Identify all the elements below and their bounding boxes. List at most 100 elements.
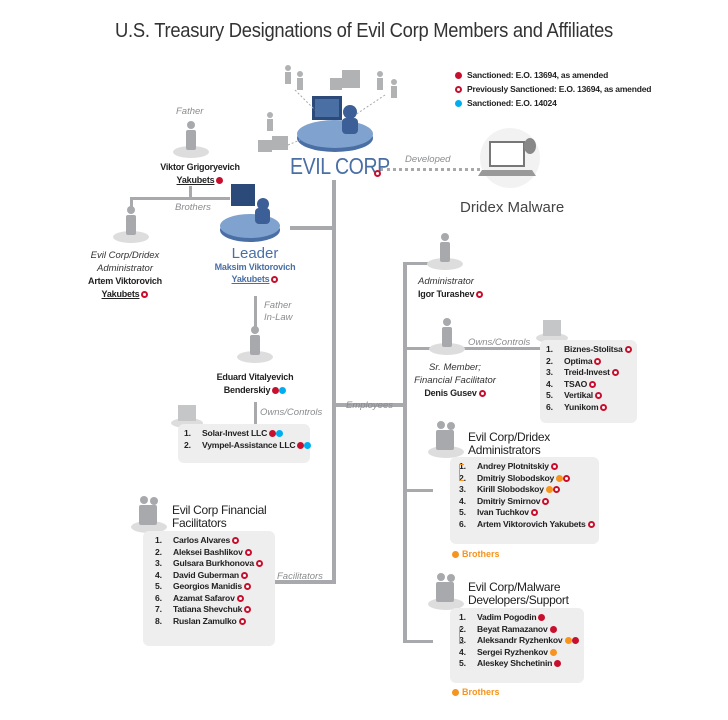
malware-connector — [403, 640, 433, 643]
employees-connector — [332, 403, 406, 407]
brothers-legend: Brothers — [452, 687, 500, 697]
list-item: 1.Carlos Alvares — [155, 535, 269, 547]
list-item: 4.TSAO — [546, 379, 631, 391]
gusev-connector — [403, 347, 543, 350]
brothers-marker — [452, 551, 459, 559]
member-name: Dmitriy Smirnov — [477, 495, 541, 506]
sanctioned-marker — [455, 72, 462, 80]
member-name: Beyat Ramazanov — [477, 623, 548, 634]
member-name: Optima — [564, 355, 593, 366]
list-item: 6.Azamat Safarov — [155, 593, 269, 605]
previous-sanction-marker — [476, 291, 484, 299]
list-item: 4.Dmitriy Smirnov — [459, 496, 593, 508]
list-item: 1.Vadim Pogodin — [459, 612, 578, 624]
group-icon — [428, 573, 464, 610]
previous-marker — [530, 509, 538, 517]
person-icon — [173, 121, 209, 158]
previous-marker — [611, 369, 619, 377]
evil-corp-label: EVIL CORP — [290, 153, 390, 179]
member-name: Georgios Manidis — [173, 581, 242, 591]
member-name: Azamat Safarov — [173, 592, 235, 603]
brothers-marker — [452, 689, 459, 697]
member-name: Treid-Invest — [564, 367, 610, 377]
list-item: 4.Sergei Ryzhenkov — [459, 647, 578, 659]
artem-block: Evil Corp/Dridex Administrator Artem Vik… — [88, 250, 162, 299]
list-item: 5.Ivan Tuchkov — [459, 507, 593, 519]
list-item: 1.Biznes-Stolitsa — [546, 344, 632, 356]
previous-marker — [455, 86, 462, 94]
list-item: 2.Dmitriy Slobodskoy — [459, 473, 593, 485]
admin-connector — [403, 262, 439, 265]
sanctioned-marker — [538, 614, 546, 622]
member-name: Dmitriy Slobodskoy — [477, 472, 555, 483]
member-name: Biznes-Stolitsa — [564, 344, 623, 354]
list-item: 2.Aleksei Bashlikov — [155, 547, 269, 559]
person-icon — [427, 233, 463, 270]
previous-marker — [563, 474, 571, 482]
member-name: Vertikal — [564, 390, 593, 400]
previous-marker — [587, 520, 595, 528]
legend-item: Previously Sanctioned: E.O. 13694, as am… — [455, 82, 651, 96]
sanctioned-marker — [272, 387, 280, 395]
eo14024-marker — [276, 430, 284, 438]
member-name: Yunikom — [564, 401, 599, 412]
list-item: 2.Beyat Ramazanov — [459, 624, 578, 636]
list-item: 8.Ruslan Zamulko — [155, 616, 269, 628]
sanctioned-marker — [549, 625, 557, 633]
member-name: Kirill Slobodskoy — [477, 484, 544, 494]
brothers-label: Brothers — [175, 202, 211, 213]
member-name: Ivan Tuchkov — [477, 507, 529, 517]
previous-marker — [244, 548, 252, 556]
eo14024-marker — [455, 100, 462, 108]
evil-corp-hub-icon — [258, 65, 397, 152]
dridex-label: Dridex Malware — [460, 199, 565, 216]
group-icon — [428, 421, 464, 458]
sanctioned-marker — [554, 660, 562, 668]
legend-item: Sanctioned: E.O. 13694, as amended — [455, 68, 651, 82]
previous-marker — [244, 606, 252, 614]
brothers-marker — [545, 486, 553, 494]
list-item: 5.Georgios Manidis — [155, 581, 269, 593]
trunk-line — [332, 180, 336, 584]
member-name: Sergei Ryzhenkov — [477, 646, 548, 657]
gusev-block: Sr. Member; Financial Facilitator Denis … — [414, 362, 496, 398]
previous-marker — [236, 594, 244, 602]
artem-connector — [130, 197, 133, 209]
dridex-laptop-icon — [478, 128, 540, 188]
member-name: Vadim Pogodin — [477, 612, 537, 622]
sanctioned-marker — [269, 430, 277, 438]
member-name: Aleksei Bashlikov — [173, 546, 243, 557]
brothers-line — [130, 197, 230, 200]
leader-block: Leader Maksim Viktorovich Yakubets — [214, 245, 296, 284]
facilitators-connector — [270, 580, 336, 584]
list-item: 5.Aleskey Shchetinin — [459, 658, 578, 670]
page-title: U.S. Treasury Designations of Evil Corp … — [115, 20, 613, 42]
list-item: 4.David Guberman — [155, 570, 269, 582]
list-item: 2.Vympel-Assistance LLC — [184, 440, 312, 452]
developed-label: Developed — [405, 154, 451, 165]
employees-line — [403, 263, 407, 643]
list-item: 1.Andrey Plotnitskiy — [459, 461, 593, 473]
employees-label: Employees — [346, 400, 393, 411]
member-name: David Guberman — [173, 569, 239, 580]
group-icon — [131, 496, 167, 533]
member-name: Gulsara Burkhonova — [173, 558, 254, 568]
admins-connector — [403, 489, 433, 492]
previous-sanction-marker — [141, 290, 149, 298]
member-name: Aleksandr Ryzhenkov — [477, 635, 563, 645]
previous-marker — [243, 583, 251, 591]
previous-marker — [232, 537, 240, 545]
list-item: 3.Gulsara Burkhonova — [155, 558, 269, 570]
